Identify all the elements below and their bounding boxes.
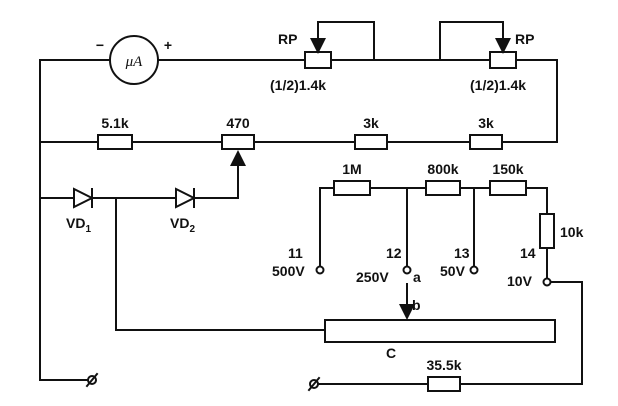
- resistor-35k5: 35.5k: [426, 357, 462, 392]
- resistor-5k1-label: 5.1k: [101, 115, 128, 131]
- terminal-12-range: 250V: [356, 269, 389, 285]
- diode-vd2: VD2: [170, 187, 197, 235]
- meter-minus-sign: −: [96, 37, 104, 53]
- resistor-800k: 800k: [425, 161, 461, 196]
- resistor-5k1: 5.1k: [97, 115, 133, 150]
- potentiometer-right: RP (1/2)1.4k: [439, 21, 534, 93]
- resistor-150k: 150k: [489, 161, 527, 196]
- terminal-12-number: 12: [386, 245, 402, 261]
- potentiometer-left-tag: RP: [278, 31, 297, 47]
- potentiometer-left: RP (1/2)1.4k: [270, 21, 375, 93]
- terminal-11-range: 500V: [272, 263, 305, 279]
- resistor-10k-label: 10k: [560, 224, 584, 240]
- common-lead: [39, 372, 99, 388]
- diode-vd2-label: VD2: [170, 215, 195, 235]
- meter-plus-sign: +: [164, 37, 172, 53]
- diode-row-wiring: [39, 197, 326, 331]
- terminal-13-range: 50V: [440, 263, 466, 279]
- top-wiring: [39, 59, 558, 381]
- resistor-3k-b: 3k: [469, 115, 503, 150]
- resistor-1m-label: 1M: [342, 161, 361, 177]
- terminal-11-number: 11: [288, 245, 303, 261]
- multiplier-wiring: [319, 187, 548, 280]
- potentiometer-left-value: (1/2)1.4k: [270, 77, 326, 93]
- resistor-35k5-label: 35.5k: [426, 357, 461, 373]
- switch-contact-a: a: [413, 269, 421, 285]
- probe-lead: [307, 376, 429, 392]
- resistor-3k-a: 3k: [354, 115, 388, 150]
- resistor-10k: 10k: [539, 213, 584, 249]
- potentiometer-right-tag: RP: [515, 31, 534, 47]
- resistor-3k-a-label: 3k: [363, 115, 379, 131]
- terminal-13: 13 50V: [440, 245, 479, 279]
- switch-label: C: [386, 345, 396, 361]
- diode-vd1-label: VD1: [66, 215, 91, 235]
- resistor-150k-label: 150k: [492, 161, 523, 177]
- trimmer-470-label: 470: [226, 115, 250, 131]
- terminal-13-number: 13: [454, 245, 470, 261]
- microammeter: μA − +: [96, 35, 172, 85]
- meter-symbol: μA: [125, 54, 144, 70]
- terminal-12: 12 250V a: [356, 245, 421, 285]
- terminal-14-number: 14: [520, 245, 536, 261]
- potentiometer-right-value: (1/2)1.4k: [470, 77, 526, 93]
- resistor-1m: 1M: [333, 161, 371, 196]
- trimmer-470: 470: [221, 115, 255, 199]
- terminal-14: 14 10V: [459, 245, 583, 385]
- terminal-14-range: 10V: [507, 273, 533, 289]
- terminal-11: 11 500V: [272, 245, 325, 279]
- resistor-800k-label: 800k: [427, 161, 458, 177]
- switch-contact-b: b: [412, 297, 421, 313]
- resistor-3k-b-label: 3k: [478, 115, 494, 131]
- diode-vd1: VD1: [66, 187, 95, 235]
- range-switch-c: b C: [324, 283, 556, 361]
